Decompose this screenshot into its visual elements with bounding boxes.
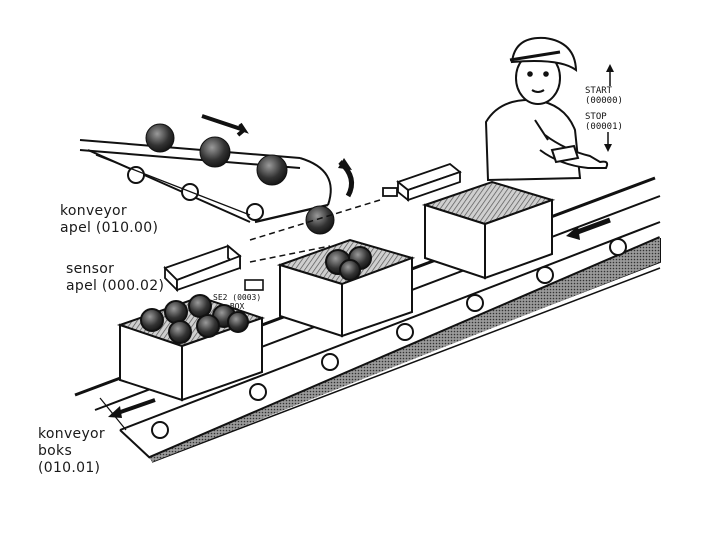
box-conveyor: [74, 176, 661, 463]
label-start: START (00000): [585, 86, 623, 106]
box-empty: [421, 180, 556, 280]
box-sensor-emitter: [382, 162, 462, 202]
label-start-line2: (00000): [585, 96, 623, 106]
apple-conveyor: [79, 139, 332, 224]
label-apple-sensor: sensor apel (000.02): [66, 261, 164, 295]
apples-on-conveyor: [145, 123, 335, 235]
label-box-conveyor: konveyor boks (010.01): [38, 426, 105, 477]
box-sensor: [244, 279, 264, 291]
operator-figure: [484, 36, 609, 182]
label-start-line1: START: [585, 86, 613, 96]
box-filling: [276, 238, 416, 338]
label-stop-line2: (00001): [585, 122, 623, 132]
arrow-right-icon: [201, 114, 249, 137]
apple-sensor: [163, 244, 242, 293]
label-box-conveyor-line2: boks: [38, 443, 73, 459]
box-full: [116, 294, 266, 402]
label-stop-line1: STOP: [585, 112, 607, 122]
label-box-conveyor-line1: konveyor: [38, 426, 105, 442]
label-stop: STOP (00001): [585, 112, 623, 132]
label-apple-conveyor-line2: apel (010.00): [60, 220, 159, 236]
label-apple-sensor-line1: sensor: [66, 261, 115, 277]
label-apple-conveyor-line1: konveyor: [60, 203, 127, 219]
label-apple-conveyor: konveyor apel (010.00): [60, 203, 158, 237]
label-box-sensor: SE2 (0003) BOX: [213, 293, 261, 311]
label-box-sensor-line2: BOX: [229, 302, 245, 311]
label-box-sensor-line1: SE2 (0003): [213, 293, 262, 302]
label-apple-sensor-line2: apel (000.02): [66, 278, 165, 294]
label-box-conveyor-line3: (010.01): [38, 460, 101, 476]
